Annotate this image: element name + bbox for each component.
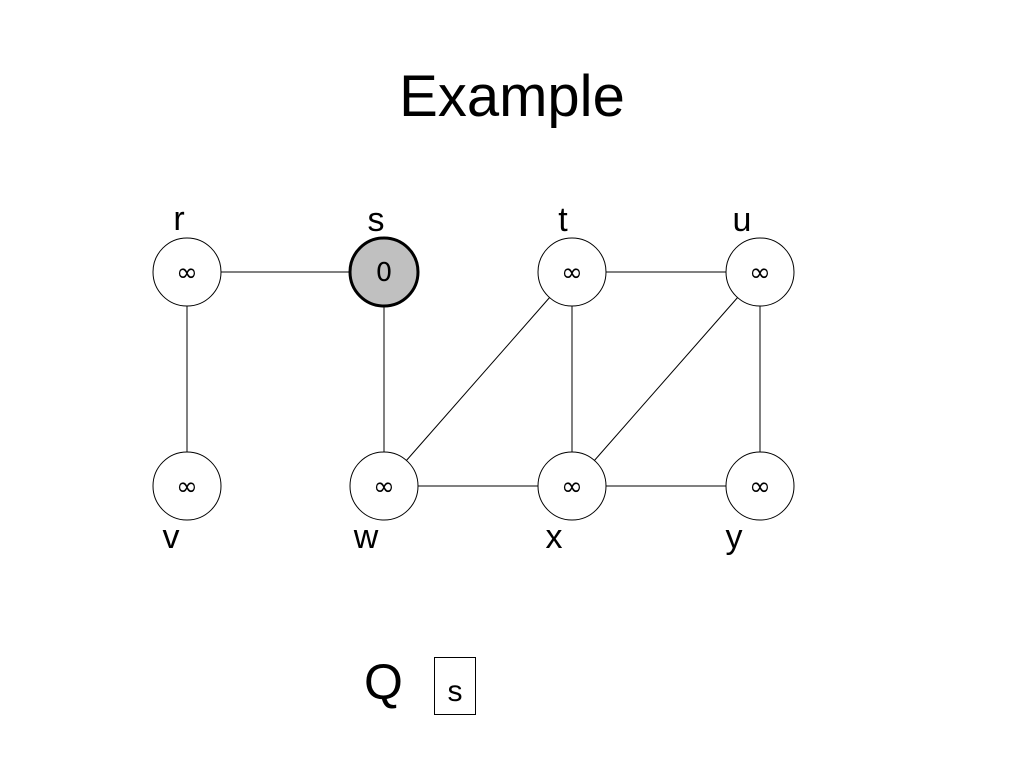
- vertex-label-t: t: [558, 201, 568, 239]
- vertex-s: 0s: [348, 201, 420, 308]
- vertex-label-v: v: [163, 518, 180, 556]
- vertex-distance-w: ∞: [373, 472, 395, 502]
- slide-title: Example: [399, 64, 625, 129]
- vertex-u: ∞u: [725, 201, 795, 307]
- vertex-r: ∞r: [152, 200, 222, 307]
- vertex-circle-s: [348, 236, 420, 308]
- vertex-circle-w: [349, 451, 419, 521]
- vertex-circle-x: [537, 451, 607, 521]
- vertex-label-s: s: [368, 201, 385, 239]
- vertex-label-r: r: [173, 200, 184, 238]
- vertex-distance-t: ∞: [561, 258, 583, 288]
- vertex-circle-u: [725, 237, 795, 307]
- vertex-t: ∞t: [537, 201, 607, 307]
- edge-t-w: [406, 297, 550, 461]
- queue-box: s: [434, 657, 476, 715]
- vertex-label-w: w: [353, 518, 379, 556]
- vertex-distance-v: ∞: [176, 472, 198, 502]
- vertex-label-x: x: [546, 518, 563, 556]
- vertex-distance-r: ∞: [176, 258, 198, 288]
- vertex-distance-s: 0: [376, 258, 393, 288]
- vertex-v: ∞v: [152, 451, 222, 556]
- vertex-distance-u: ∞: [749, 258, 771, 288]
- vertex-x: ∞x: [537, 451, 607, 556]
- vertex-label-u: u: [733, 201, 752, 239]
- queue-label: Q: [364, 654, 403, 710]
- vertex-circle-v: [152, 451, 222, 521]
- vertex-circle-y: [725, 451, 795, 521]
- vertex-w: ∞w: [349, 451, 419, 556]
- vertex-label-y: y: [726, 518, 743, 556]
- vertex-distance-y: ∞: [749, 472, 771, 502]
- queue-item: s: [447, 675, 463, 708]
- vertex-circle-r: [152, 237, 222, 307]
- vertex-distance-x: ∞: [561, 472, 583, 502]
- edges-layer: [186, 271, 761, 487]
- nodes-layer: ∞r0s∞t∞u∞v∞w∞x∞y: [152, 200, 795, 556]
- vertex-y: ∞y: [725, 451, 795, 556]
- edge-u-x: [594, 297, 738, 461]
- vertex-circle-t: [537, 237, 607, 307]
